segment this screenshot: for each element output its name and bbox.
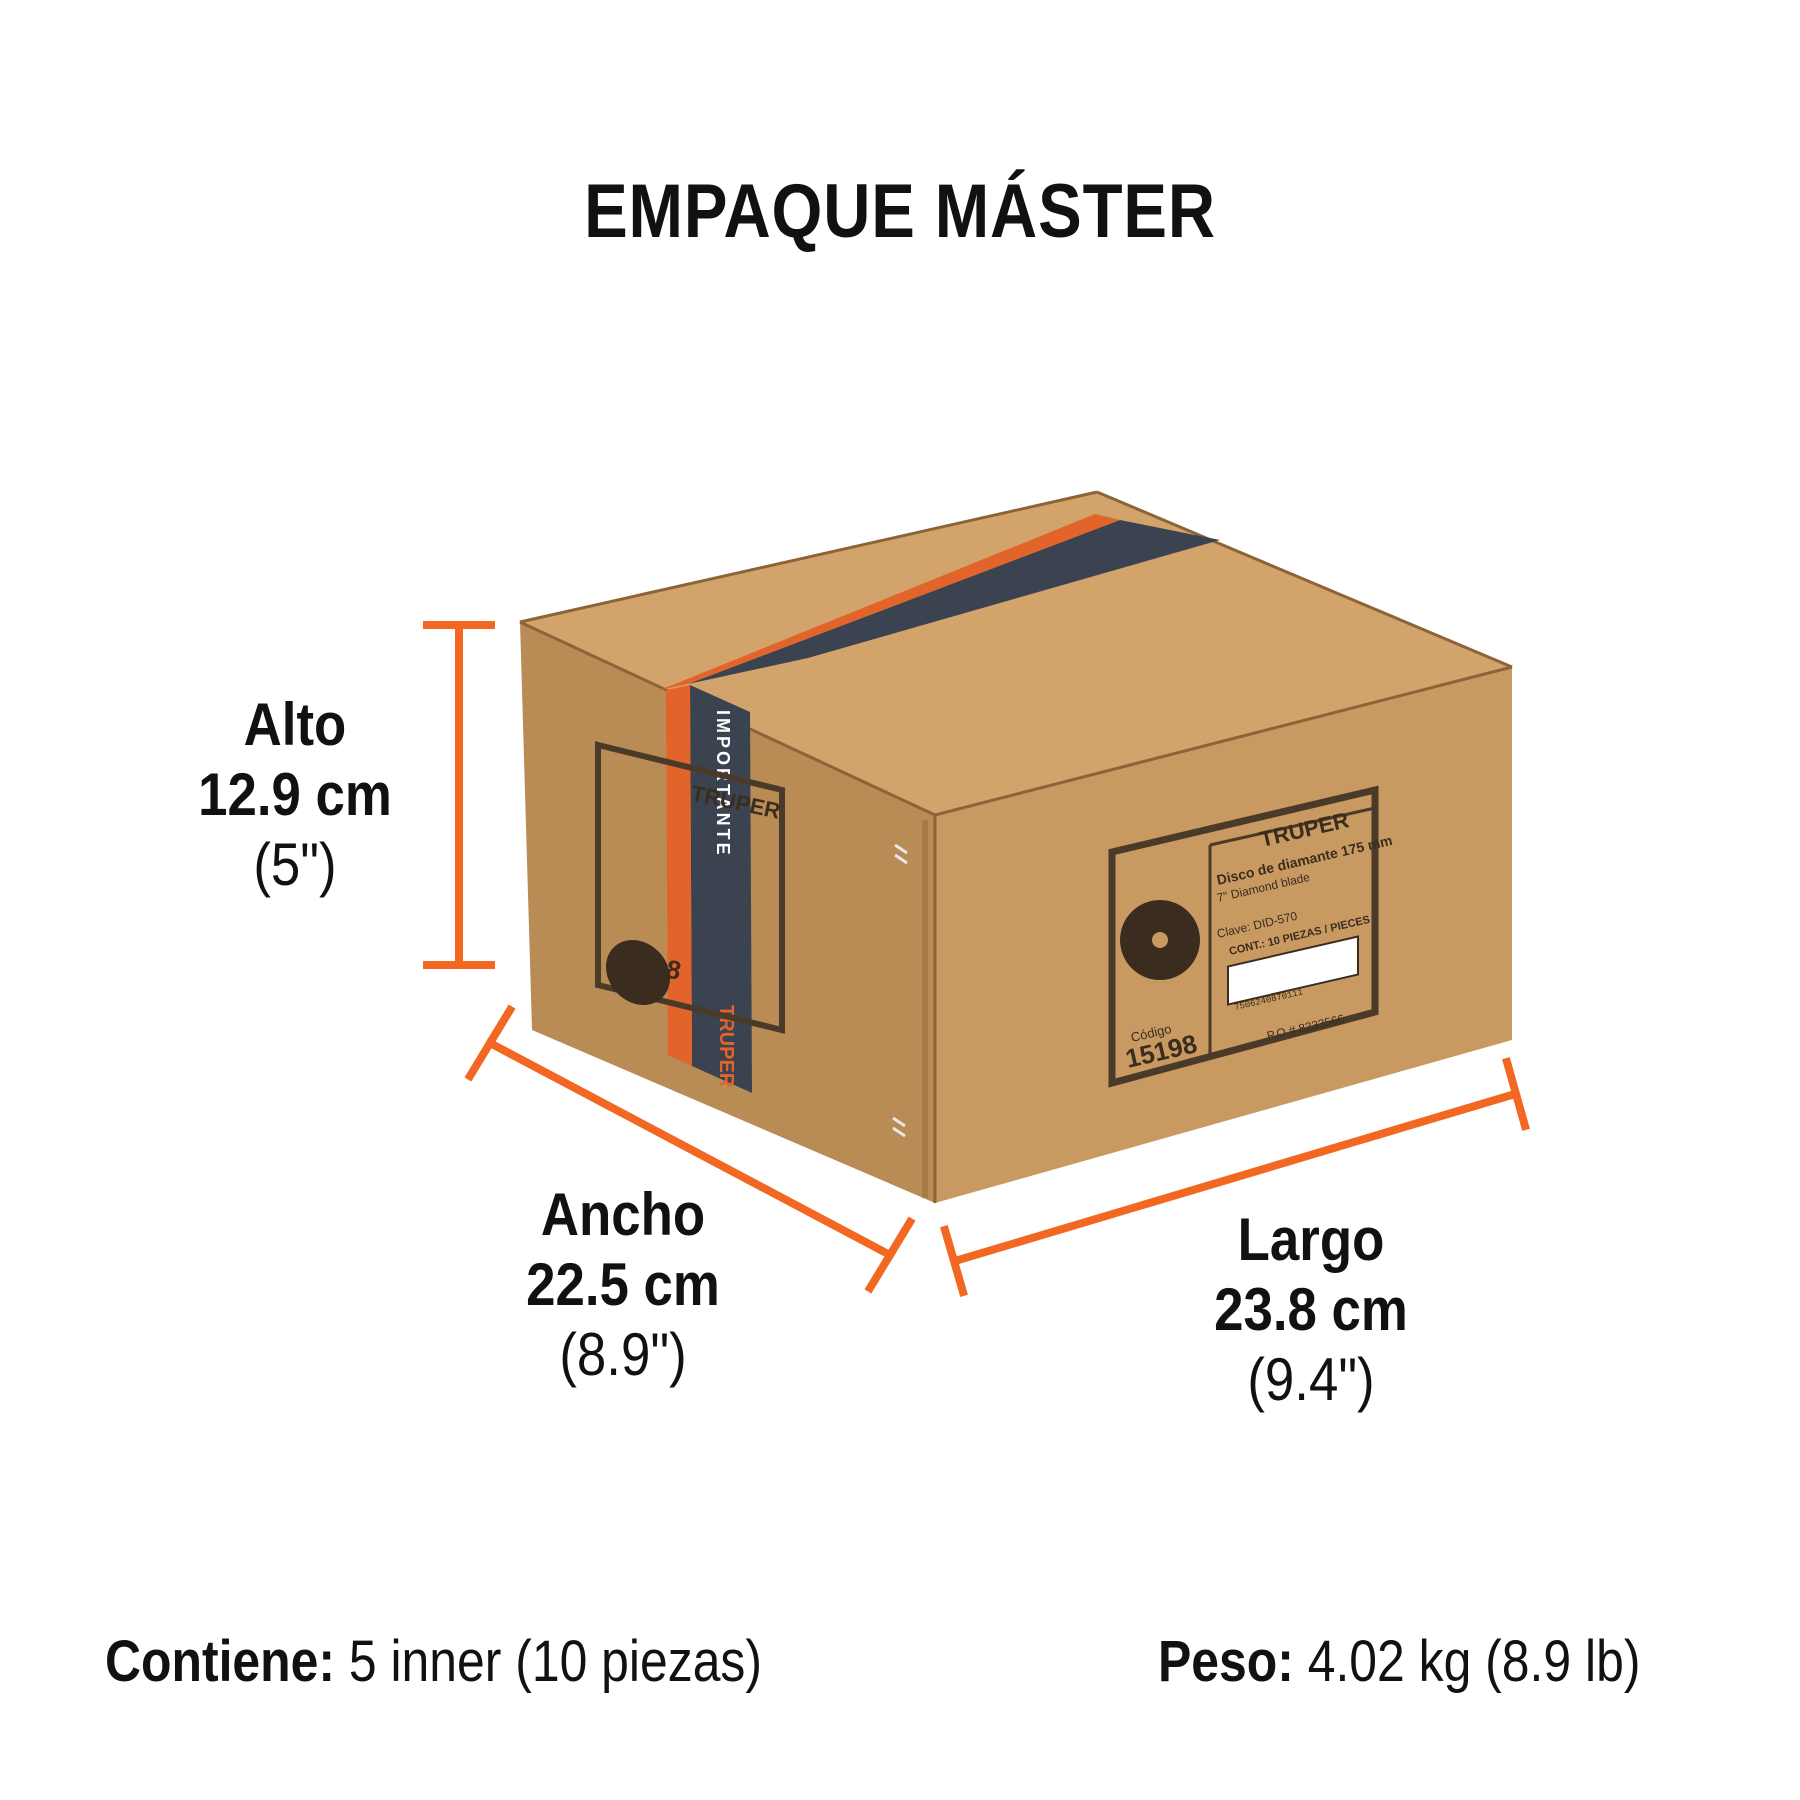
contents-value: 5 inner (10 piezas)	[348, 1629, 762, 1694]
width-label: Ancho 22.5 cm (8.9")	[482, 1180, 764, 1390]
height-metric: 12.9 cm	[198, 761, 392, 828]
length-title: Largo	[1237, 1206, 1385, 1273]
width-indicator	[464, 1004, 916, 1294]
width-metric: 22.5 cm	[526, 1251, 720, 1318]
page-title: EMPAQUE MÁSTER	[584, 169, 1216, 254]
tape-brand-left: TRUPER	[715, 1005, 737, 1088]
box-edges	[519, 490, 1513, 1203]
length-metric: 23.8 cm	[1214, 1276, 1408, 1343]
width-title: Ancho	[540, 1181, 706, 1248]
height-title: Alto	[243, 691, 347, 758]
weight-info: Peso: 4.02 kg (8.9 lb)	[1158, 1628, 1640, 1695]
length-label: Largo 23.8 cm (9.4")	[1170, 1205, 1452, 1415]
tape-dark	[688, 520, 1220, 684]
tape-left-dark	[690, 685, 752, 1093]
height-imperial: (5")	[253, 831, 337, 898]
staples	[892, 843, 908, 1138]
tape-left-orange	[666, 685, 692, 1066]
weight-value: 4.02 kg (8.9 lb)	[1307, 1629, 1641, 1694]
weight-label: Peso:	[1158, 1629, 1294, 1694]
length-indicator	[940, 1057, 1530, 1297]
height-indicator	[423, 621, 495, 969]
tape-text-left: IMPORTANTE	[713, 710, 733, 858]
box-front-face	[935, 667, 1512, 1203]
contents-label: Contiene:	[105, 1629, 335, 1694]
width-imperial: (8.9")	[559, 1321, 687, 1388]
tape-orange-top	[660, 514, 1120, 690]
height-label: Alto 12.9 cm (5")	[154, 690, 436, 900]
contents-info: Contiene: 5 inner (10 piezas)	[105, 1628, 762, 1695]
box-top-face	[520, 492, 1512, 815]
length-imperial: (9.4")	[1247, 1346, 1375, 1413]
